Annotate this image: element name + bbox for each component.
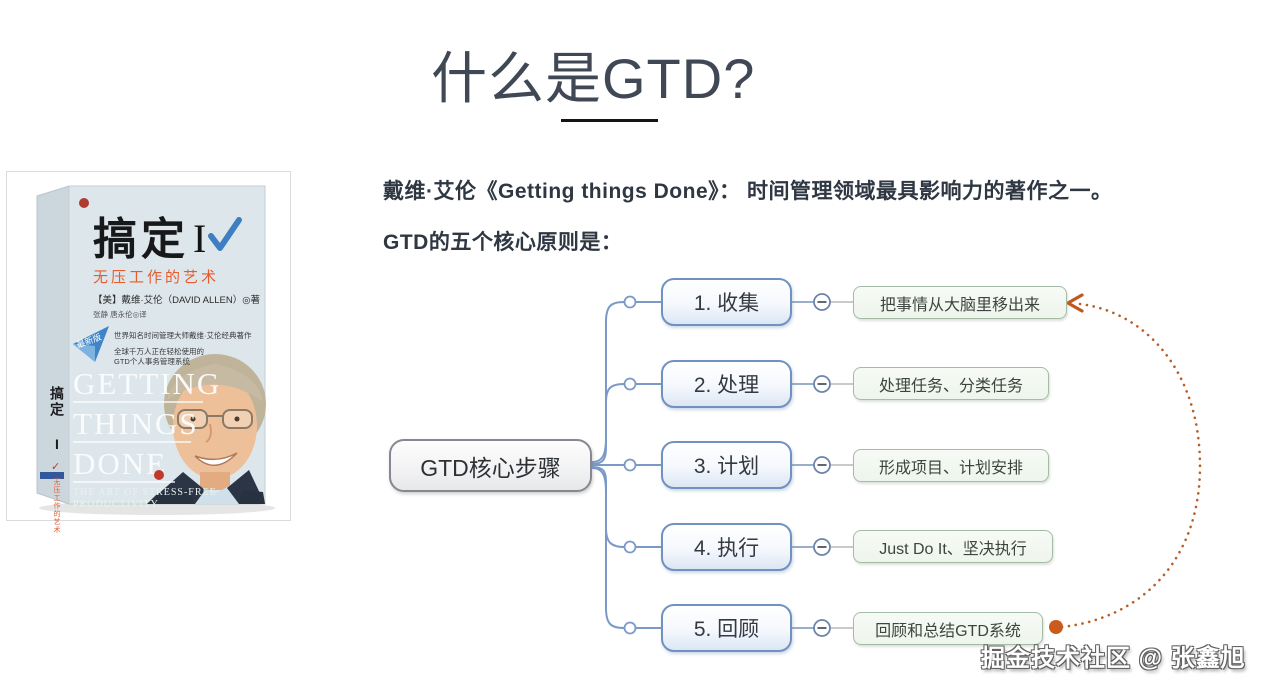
mindmap-detail-2[interactable]: 处理任务、分类任务 [853,367,1049,400]
book-title-en-2: THINGS [73,406,199,441]
book-volume: I [193,216,206,261]
book-cover-panel: 搞定 I 无压工作的艺术 【美】戴维·艾伦（DAVID ALLEN）◎著 张静 … [6,171,291,534]
feedback-loop [1049,293,1202,634]
book-tagline-1: 世界知名时间管理大师戴维·艾伦经典著作 [114,330,252,340]
mindmap-detail-1[interactable]: 把事情从大脑里移出来 [853,286,1067,319]
toggle-to-leaf-lines [831,301,853,629]
check-icon [208,217,242,251]
book-subtitle-cn: 无压工作的艺术 [93,269,219,286]
mindmap-step-5[interactable]: 5. 回顾 [661,604,792,652]
branch-dot-icons [623,295,637,635]
title-underline [561,119,658,122]
collapse-toggle-1[interactable] [813,293,831,311]
watermark: 掘金技术社区 @ 张鑫旭 [981,645,1246,672]
mindmap-step-1[interactable]: 1. 收集 [661,278,792,326]
book-tagline-2: 全球千万人正在轻松使用的 [114,346,204,356]
collapse-toggle-2[interactable] [813,375,831,393]
book-title-en: GETTING THINGS DONE [73,366,221,483]
book-author: 【美】戴维·艾伦（DAVID ALLEN）◎著 [93,294,260,306]
book-spine-title: 搞定 I [49,386,65,454]
author-portrait [147,354,266,504]
book-cover-illustration: 搞定 I 无压工作的艺术 【美】戴维·艾伦（DAVID ALLEN）◎著 张静 … [36,185,275,515]
mindmap-root-node[interactable]: GTD核心步骤 [389,439,592,492]
mindmap-step-2[interactable]: 2. 处理 [661,360,792,408]
book-tagline-3: GTD个人事务管理系统 [114,356,190,366]
publisher-seal-icon [79,198,89,208]
book-translator: 张静 唐永伦◎译 [93,309,147,319]
spine-blue-strip [40,472,64,479]
mindmap-step-4[interactable]: 4. 执行 [661,523,792,571]
intro-line-1: 戴维·艾伦《Getting things Done》： 时间管理领域最具影响力的… [383,180,1113,203]
publisher-seal-small-icon [154,470,164,480]
mindmap-detail-3[interactable]: 形成项目、计划安排 [853,449,1049,482]
book-title-en-1: GETTING [73,366,221,401]
mindmap-step-3[interactable]: 3. 计划 [661,441,792,489]
book-title-en-3: DONE [73,446,167,481]
spine-check-icon: ✓ [51,461,61,473]
feedback-loop-dotted-arc [1060,302,1202,629]
branch-curves [591,301,625,629]
mindmap-detail-5[interactable]: 回顾和总结GTD系统 [853,612,1043,645]
branch-stub-lines [636,301,661,629]
page-title: 什么是GTD? [431,47,756,110]
book-subtitle-en-1: THE ART OF STRESS-FREE [73,487,217,498]
collapse-toggle-3[interactable] [813,456,831,474]
collapse-toggle-4[interactable] [813,538,831,556]
loop-arrowhead-icon [1066,293,1084,313]
collapse-toggle-5[interactable] [813,619,831,637]
mindmap-detail-4[interactable]: Just Do It、坚决执行 [853,530,1053,563]
book-subtitle-en-2: PRODUCTIVITY [73,499,159,510]
loop-start-dot-icon [1049,620,1063,634]
intro-line-2: GTD的五个核心原则是： [383,231,623,254]
book-title-cn: 搞定 [93,215,189,264]
step-to-toggle-lines [792,301,814,629]
collapse-toggles [813,293,831,637]
book-spine-subtitle: 无压工作的艺术 [53,478,60,534]
